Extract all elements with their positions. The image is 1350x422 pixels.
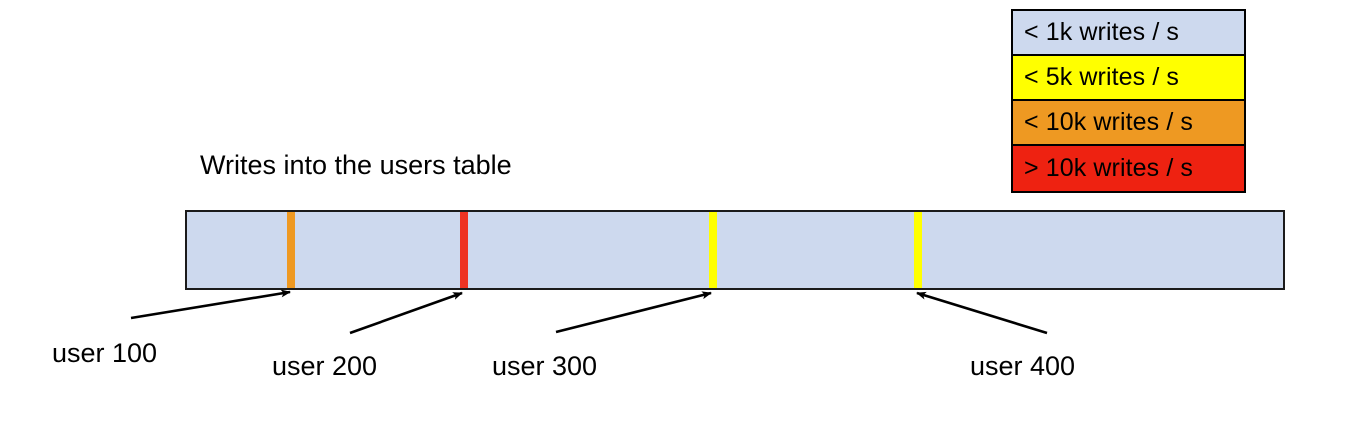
- legend-label-2: < 10k writes / s: [1024, 108, 1194, 136]
- callout-label-user-200: user 200: [272, 351, 378, 381]
- legend-row-1: < 5k writes / s: [1013, 56, 1244, 101]
- user-400-stripe: [914, 212, 922, 288]
- user-300-stripe: [709, 212, 717, 288]
- callout-label-user-300: user 300: [492, 351, 598, 381]
- arrow-user-300: [555, 291, 712, 334]
- users-table-bar: [185, 210, 1285, 290]
- legend: < 1k writes / s < 5k writes / s < 10k wr…: [1011, 9, 1246, 193]
- user-200-stripe: [460, 212, 468, 288]
- arrow-user-200: [349, 291, 463, 335]
- legend-row-0: < 1k writes / s: [1013, 11, 1244, 56]
- arrow-user-400: [916, 291, 1048, 335]
- callout-label-user-400: user 400: [970, 351, 1076, 381]
- legend-row-3: > 10k writes / s: [1013, 146, 1244, 191]
- user-100-stripe: [287, 212, 295, 288]
- arrow-user-100: [130, 289, 291, 320]
- chart-title: Writes into the users table: [200, 150, 512, 180]
- legend-label-3: > 10k writes / s: [1024, 154, 1194, 182]
- legend-label-1: < 5k writes / s: [1024, 63, 1180, 91]
- legend-label-0: < 1k writes / s: [1024, 18, 1180, 46]
- callout-label-user-100: user 100: [52, 338, 158, 368]
- legend-row-2: < 10k writes / s: [1013, 101, 1244, 146]
